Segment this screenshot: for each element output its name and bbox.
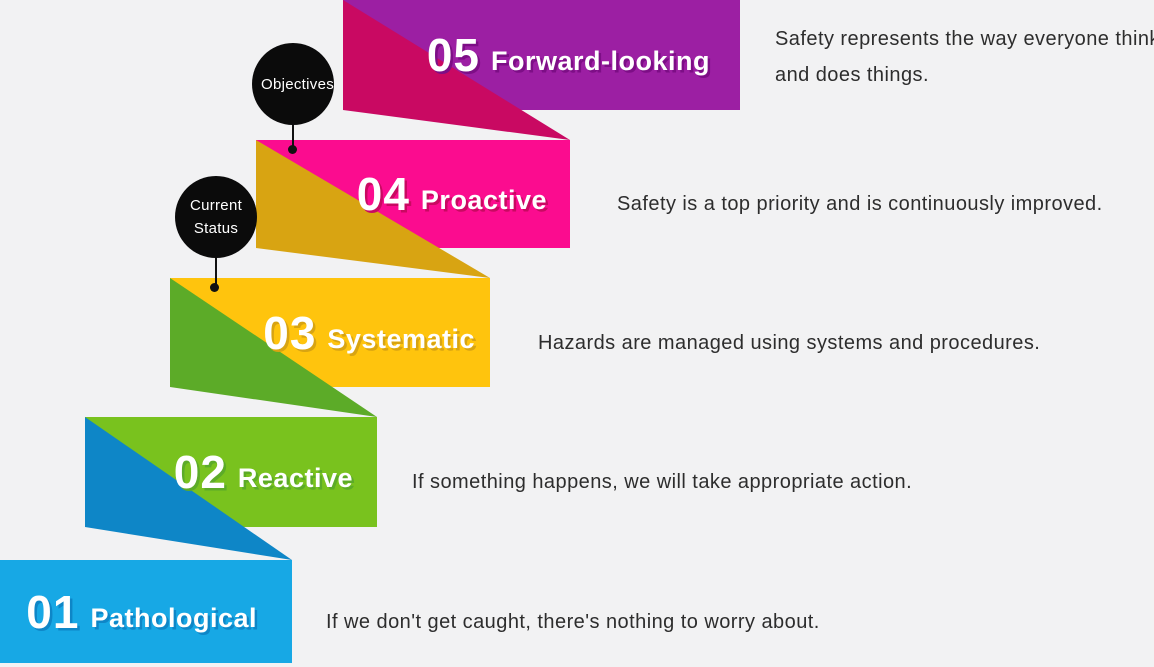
level-description-03: Hazards are managed using systems and pr…: [538, 332, 1041, 354]
marker-label: Current Status: [189, 197, 243, 237]
fold-to-04: [343, 0, 570, 140]
fold-to-01: [85, 417, 292, 560]
level-description-02: If something happens, we will take appro…: [412, 471, 913, 493]
fold-to-02: [170, 278, 377, 417]
marker-label: Objectives: [261, 75, 335, 93]
level-description-05: Safety represents the way everyone think…: [775, 28, 1154, 86]
objectives-marker: Objectives: [252, 43, 334, 125]
current-status-marker: Current Status: [175, 176, 257, 258]
current-status-stem: [215, 256, 217, 284]
level-description-01: If we don't get caught, there's nothing …: [326, 611, 820, 633]
banner-01: [0, 560, 292, 663]
fold-to-03: [256, 140, 490, 278]
level-description-04: Safety is a top priority and is continuo…: [617, 193, 1103, 215]
current-status-dot: [210, 283, 219, 292]
objectives-dot: [288, 145, 297, 154]
objectives-stem: [292, 123, 294, 147]
